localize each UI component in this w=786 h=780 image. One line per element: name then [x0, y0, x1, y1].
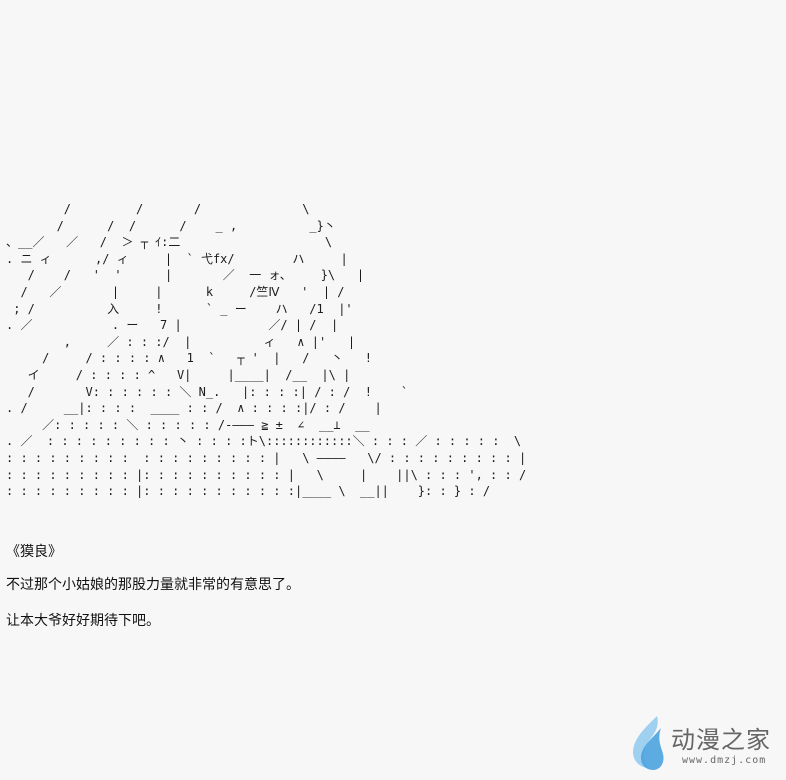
site-watermark: 动漫之家 www.dmzj.com — [627, 714, 782, 774]
dialogue-line-1: 不过那个小姑娘的那股力量就非常的有意思了。 — [6, 577, 300, 593]
watermark-url: www.dmzj.com — [682, 755, 767, 766]
speaker-name: 《獏良》 — [6, 544, 62, 560]
leaf-flame-icon — [633, 716, 664, 770]
dialogue-line-2: 让本大爷好好期待下吧。 — [6, 613, 160, 629]
ascii-art-figure: / / / \ / / / / _ , _}丶 、__／ ／ / ＞ ┬ ｲ:二… — [6, 202, 527, 499]
watermark-title: 动漫之家 — [671, 726, 771, 754]
